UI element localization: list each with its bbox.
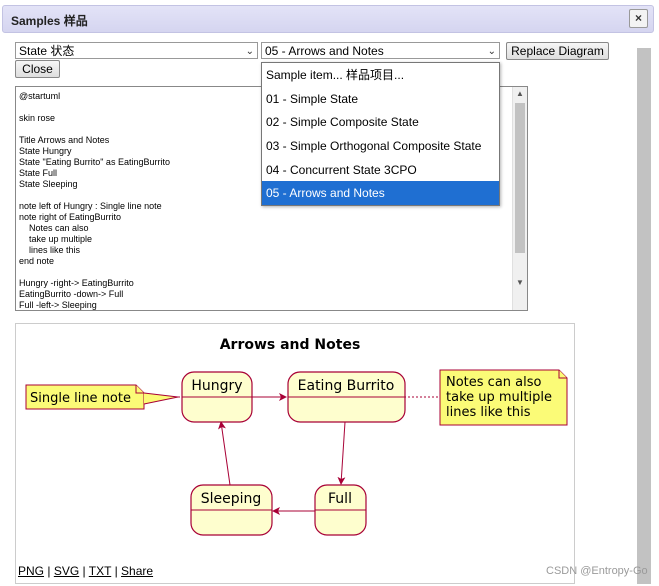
state-sleeping: Sleeping	[190, 484, 273, 536]
link-separator: |	[82, 564, 86, 578]
page-scrollbar[interactable]	[637, 48, 651, 584]
state-hungry: Hungry	[181, 371, 253, 423]
titlebar-background: Samples 样品 ×	[2, 5, 654, 33]
arrow-eating-to-full	[337, 421, 346, 485]
diagram-title: Arrows and Notes	[220, 337, 361, 353]
editor-scroll-thumb[interactable]	[515, 103, 525, 253]
dialog-titlebar: Samples 样品 ×	[0, 0, 659, 34]
state-label: Eating Burrito	[298, 378, 395, 394]
state-eating-burrito: Eating Burrito	[287, 371, 406, 423]
note-line: lines like this	[446, 405, 531, 420]
chevron-down-icon: ⌄	[245, 46, 254, 57]
diagram-preview: Arrows and Notes Hungry Eating Burrito F…	[15, 323, 575, 584]
dropdown-item[interactable]: Sample item... 样品项目...	[266, 68, 405, 82]
dialog-title: Samples 样品	[11, 14, 88, 28]
chevron-down-icon: ⌄	[487, 46, 496, 57]
state-label: Full	[328, 491, 352, 507]
note-line: Notes can also	[446, 375, 542, 390]
close-button[interactable]: Close	[15, 60, 60, 78]
note-multiline: Notes can also take up multiple lines li…	[439, 369, 568, 426]
export-links: PNG | SVG | TXT | Share	[18, 564, 153, 578]
replace-diagram-button[interactable]: Replace Diagram	[506, 42, 609, 60]
scroll-down-icon[interactable]: ▼	[516, 278, 524, 287]
dropdown-item[interactable]: 01 - Simple State	[266, 92, 359, 106]
dropdown-item[interactable]: 04 - Concurrent State 3CPO	[266, 163, 417, 177]
state-label: Hungry	[191, 378, 242, 394]
state-label: Sleeping	[201, 491, 262, 507]
arrow-sleeping-to-hungry	[218, 421, 231, 486]
link-separator: |	[47, 564, 51, 578]
state-diagram: Arrows and Notes Hungry Eating Burrito F…	[25, 337, 568, 536]
sample-dropdown-list[interactable]: Sample item... 样品项目... 01 - Simple State…	[261, 62, 500, 206]
close-icon[interactable]: ×	[629, 9, 648, 28]
dropdown-item-selected[interactable]: 05 - Arrows and Notes	[262, 181, 499, 205]
note-line: take up multiple	[446, 390, 552, 405]
share-link[interactable]: Share	[121, 564, 154, 578]
editor-scrollbar[interactable]: ▲ ▼	[512, 87, 527, 310]
svg-link[interactable]: SVG	[53, 564, 80, 578]
note-single-line: Single line note	[25, 384, 179, 410]
png-link[interactable]: PNG	[18, 564, 45, 578]
txt-link[interactable]: TXT	[88, 564, 112, 578]
sample-select-value: 05 - Arrows and Notes	[265, 44, 384, 58]
code-text[interactable]: @startuml skin rose Title Arrows and Not…	[19, 91, 170, 310]
state-select-value: State 状态	[19, 44, 75, 58]
state-full: Full	[314, 484, 367, 536]
sample-select[interactable]: 05 - Arrows and Notes ⌄	[261, 42, 500, 59]
dropdown-item[interactable]: 02 - Simple Composite State	[266, 115, 419, 129]
state-select[interactable]: State 状态 ⌄	[15, 42, 258, 59]
scroll-up-icon[interactable]: ▲	[516, 89, 524, 98]
note-text: Single line note	[30, 391, 131, 406]
watermark: CSDN @Entropy-Go	[546, 565, 648, 577]
dropdown-item[interactable]: 03 - Simple Orthogonal Composite State	[266, 139, 482, 153]
link-separator: |	[114, 564, 118, 578]
